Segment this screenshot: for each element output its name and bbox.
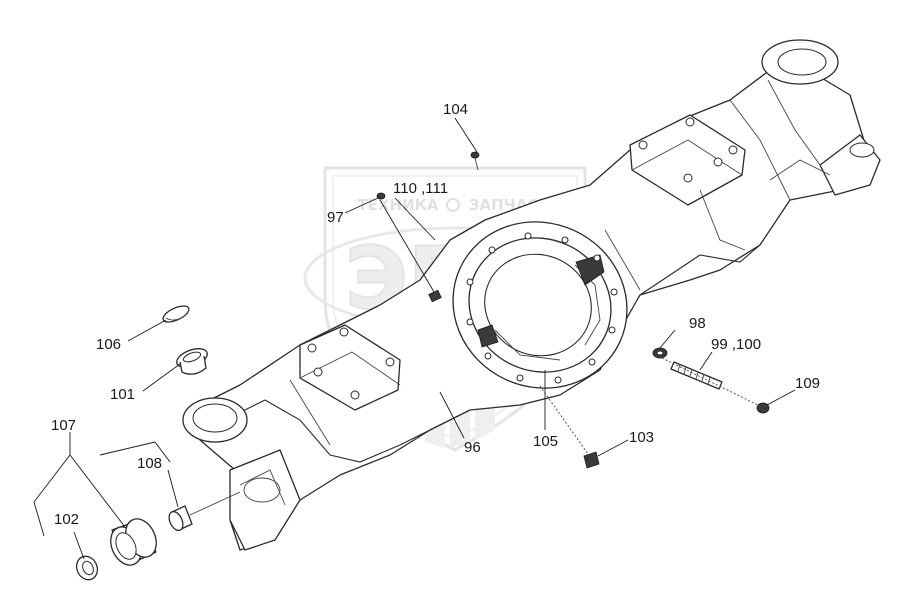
callout-102: 102 — [54, 511, 79, 528]
callouts: 104 110 ,111 97 106 101 107 108 102 98 9… — [51, 101, 820, 528]
callout-106: 106 — [96, 336, 121, 353]
callout-99-100: 99 ,100 — [711, 336, 761, 353]
callout-96: 96 — [464, 439, 481, 456]
callout-110-111: 110 ,111 — [393, 180, 448, 197]
callout-107: 107 — [51, 417, 76, 434]
callout-98: 98 — [689, 315, 706, 332]
leader-lines — [33, 117, 796, 560]
callout-101: 101 — [110, 386, 135, 403]
part-101-bushing — [176, 348, 208, 375]
axle-housing — [182, 39, 881, 551]
part-107-ring — [110, 518, 157, 566]
part-99-100-stud — [670, 361, 723, 390]
part-108-sleeve — [168, 491, 241, 532]
callout-97: 97 — [327, 209, 344, 226]
watermark-tagline-left: ТЕХНИКА — [357, 196, 438, 214]
banjo-bolt-holes — [466, 232, 618, 384]
callout-109: 109 — [795, 375, 820, 392]
callout-105: 105 — [533, 433, 558, 450]
callout-104: 104 — [443, 101, 468, 118]
part-103-drain-plug — [583, 451, 600, 469]
part-106-cap — [162, 305, 190, 323]
callout-108: 108 — [137, 455, 162, 472]
gear-icon — [446, 198, 460, 212]
part-98-nut — [652, 347, 668, 359]
part-102-seal — [75, 555, 99, 581]
part-104-plug — [470, 151, 480, 171]
callout-103: 103 — [629, 429, 654, 446]
